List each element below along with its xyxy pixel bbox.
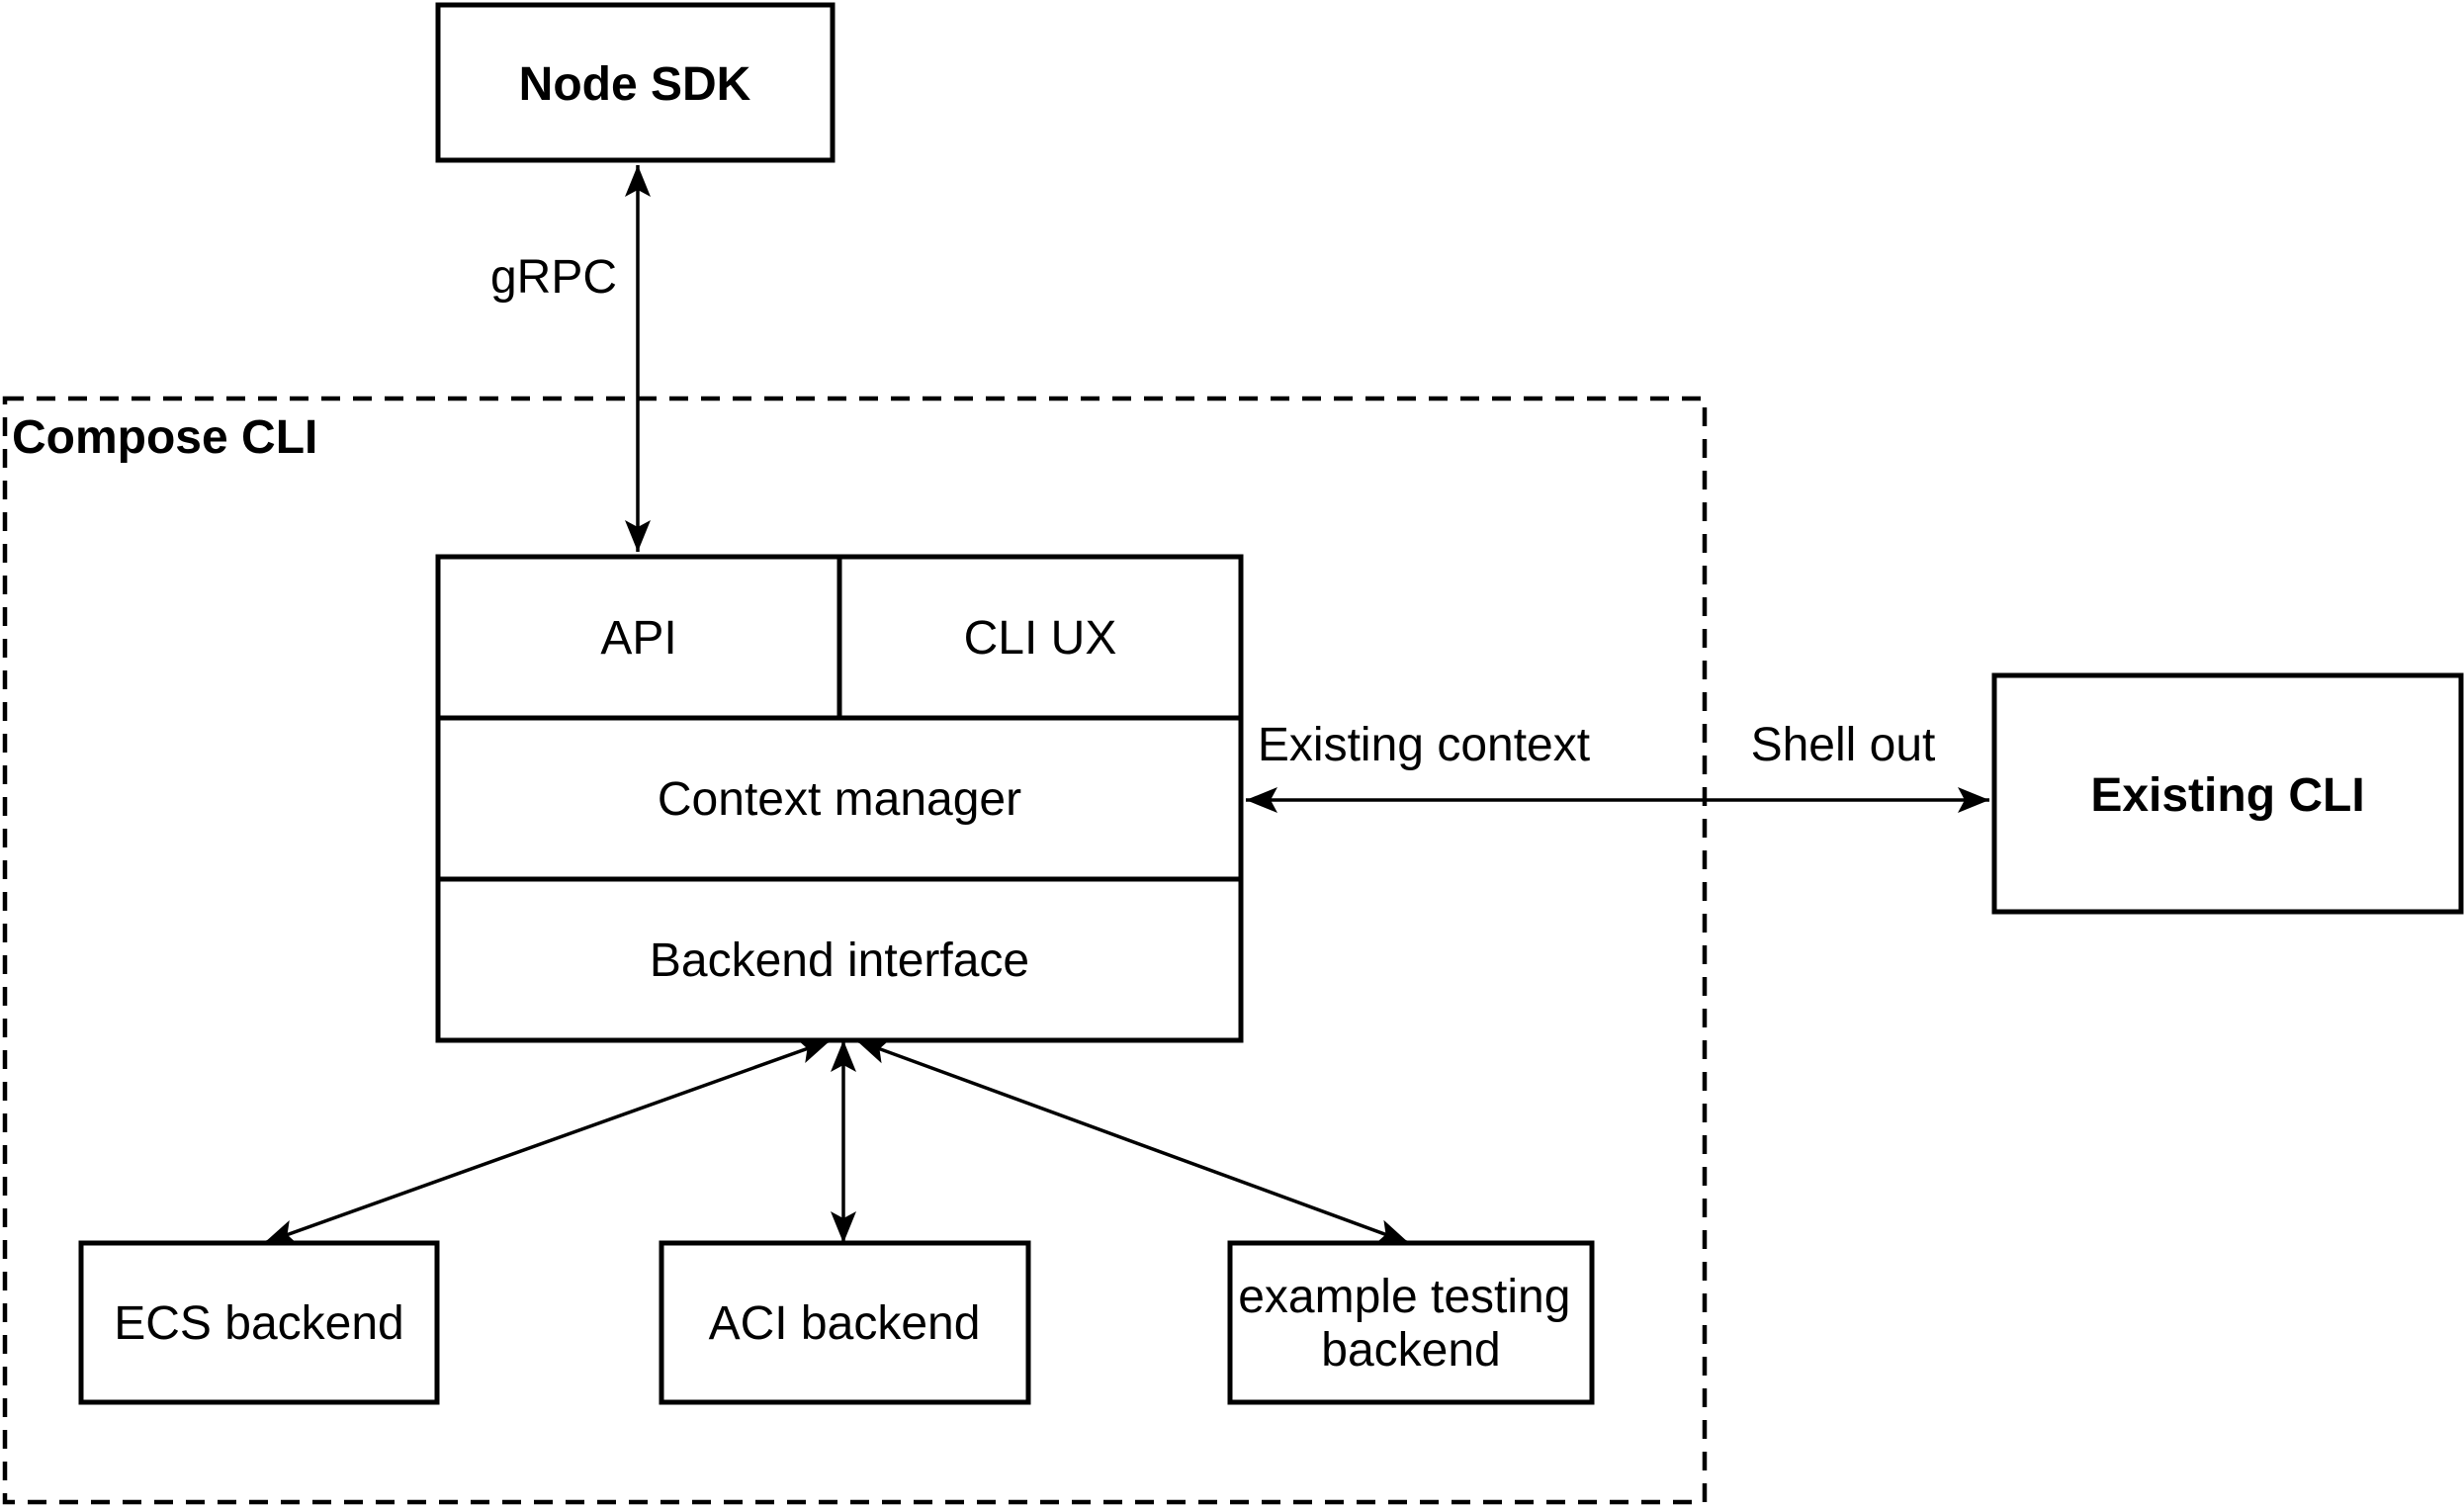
compose-cli-container-label: Compose CLI <box>12 411 317 464</box>
example-testing-backend-label-line1: example testing <box>1238 1271 1570 1323</box>
existing-cli-label: Existing CLI <box>2090 769 2364 822</box>
node-sdk-box <box>435 2 836 163</box>
existing-cli-box <box>1991 672 2464 915</box>
grpc-arrow-label: gRPC <box>490 251 617 304</box>
cli-ux-cell-label: CLI UX <box>964 612 1117 665</box>
backend-interface-example-arrow <box>855 1038 1410 1245</box>
ecs-backend-box <box>78 1240 440 1405</box>
backend-interface-ecs-arrow <box>263 1038 832 1245</box>
backend-interface-cell-label: Backend interface <box>650 934 1029 987</box>
example-testing-backend-label: example testing backend <box>1238 1271 1584 1377</box>
example-testing-backend-label-line2: backend <box>1321 1324 1500 1377</box>
existing-context-label: Existing context <box>1258 719 1590 771</box>
context-manager-cell-label: Context manager <box>658 773 1021 826</box>
example-testing-backend-box <box>1227 1240 1595 1405</box>
node-sdk-label: Node SDK <box>519 58 751 111</box>
ecs-backend-label: ECS backend <box>114 1297 404 1350</box>
aci-backend-label: ACI backend <box>709 1297 981 1350</box>
shell-out-label: Shell out <box>1751 719 1936 771</box>
aci-backend-box <box>659 1240 1031 1405</box>
api-cell-label: API <box>600 612 676 665</box>
compose-cli-container <box>2 396 1708 1505</box>
